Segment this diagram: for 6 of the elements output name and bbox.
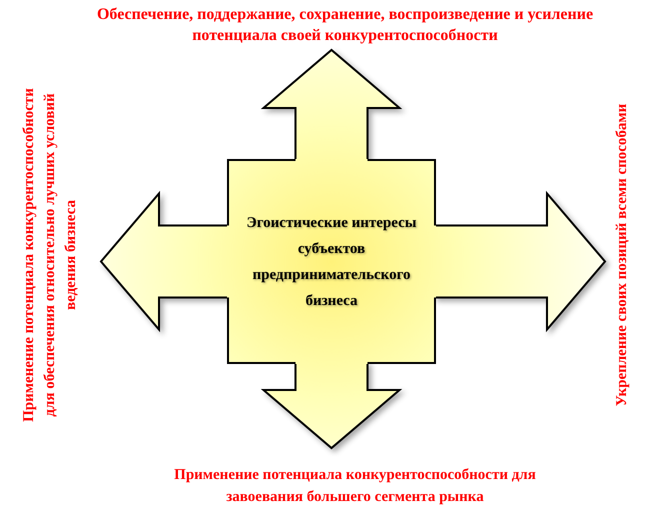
center-square (228, 160, 435, 363)
goal-text: Обеспечение, поддержание, сохранение, воспроизведение и усиление потенциала своей конкурентоспособности (80, 4, 610, 46)
goal-text: Применение потенциала конкурентоспособности для завоевания большего сегмента рынка (170, 452, 540, 520)
goal-text: Применение потенциала конкурентоспособности для обеспечения относительно лучших условий ведения бизнеса (3, 85, 97, 425)
goal-text: Укрепление своих позиций всеми способами (609, 55, 635, 455)
center-text: Эгоистические интересы субъектов предпринимательского бизнеса (246, 214, 418, 310)
